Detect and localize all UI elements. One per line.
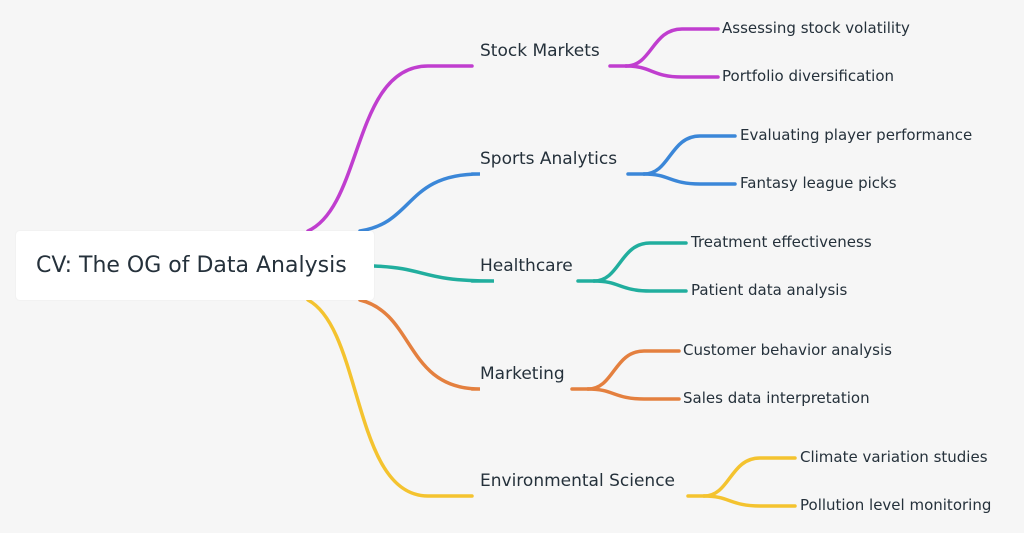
connector-root-to-healthcare [372, 264, 495, 283]
root-node-label: CV: The OG of Data Analysis [36, 253, 347, 278]
connector-stock-markets-to-leaf-1 [624, 27, 720, 68]
connector-marketing-to-leaf-1 [586, 349, 681, 391]
leaf-node-patient-data-analysis[interactable]: Patient data analysis [691, 281, 848, 299]
root-node[interactable]: CV: The OG of Data Analysis [16, 231, 374, 300]
leaf-node-treatment-effectiveness[interactable]: Treatment effectiveness [691, 233, 872, 251]
branch-node-healthcare[interactable]: Healthcare [480, 256, 573, 276]
connector-root-to-stock-markets [306, 64, 474, 233]
connector-healthcare-to-leaf-1 [592, 241, 688, 283]
branch-node-environmental-science[interactable]: Environmental Science [480, 471, 675, 491]
connector-marketing-to-leaf-2 [586, 387, 681, 401]
connector-sports-analytics-to-leaf-1 [642, 134, 737, 176]
leaf-node-fantasy-league-picks[interactable]: Fantasy league picks [740, 174, 897, 192]
leaf-node-portfolio-diversification[interactable]: Portfolio diversification [722, 67, 895, 85]
leaf-node-evaluating-player-performance[interactable]: Evaluating player performance [740, 126, 973, 144]
leaf-node-sales-data-interpretation[interactable]: Sales data interpretation [683, 389, 870, 407]
branch-node-stock-markets[interactable]: Stock Markets [480, 41, 600, 61]
connector-sports-analytics-to-leaf-2 [642, 172, 737, 186]
connector-root-to-sports-analytics [358, 172, 481, 233]
connector-root-to-environmental-science [306, 298, 474, 498]
connector-healthcare-to-leaf-2 [592, 279, 688, 293]
branch-node-sports-analytics[interactable]: Sports Analytics [480, 149, 618, 169]
leaf-node-pollution-level-monitoring[interactable]: Pollution level monitoring [800, 496, 992, 514]
leaf-node-customer-behavior-analysis[interactable]: Customer behavior analysis [683, 341, 892, 359]
connector-stock-markets-to-leaf-2 [624, 64, 720, 79]
leaf-node-climate-variation-studies[interactable]: Climate variation studies [800, 448, 988, 466]
branch-node-marketing[interactable]: Marketing [480, 364, 565, 384]
connector-environmental-science-to-leaf-1 [702, 456, 797, 498]
leaf-node-assessing-stock-volatility[interactable]: Assessing stock volatility [722, 19, 910, 37]
connector-root-to-marketing [358, 298, 481, 391]
connector-environmental-science-to-leaf-2 [702, 494, 797, 508]
